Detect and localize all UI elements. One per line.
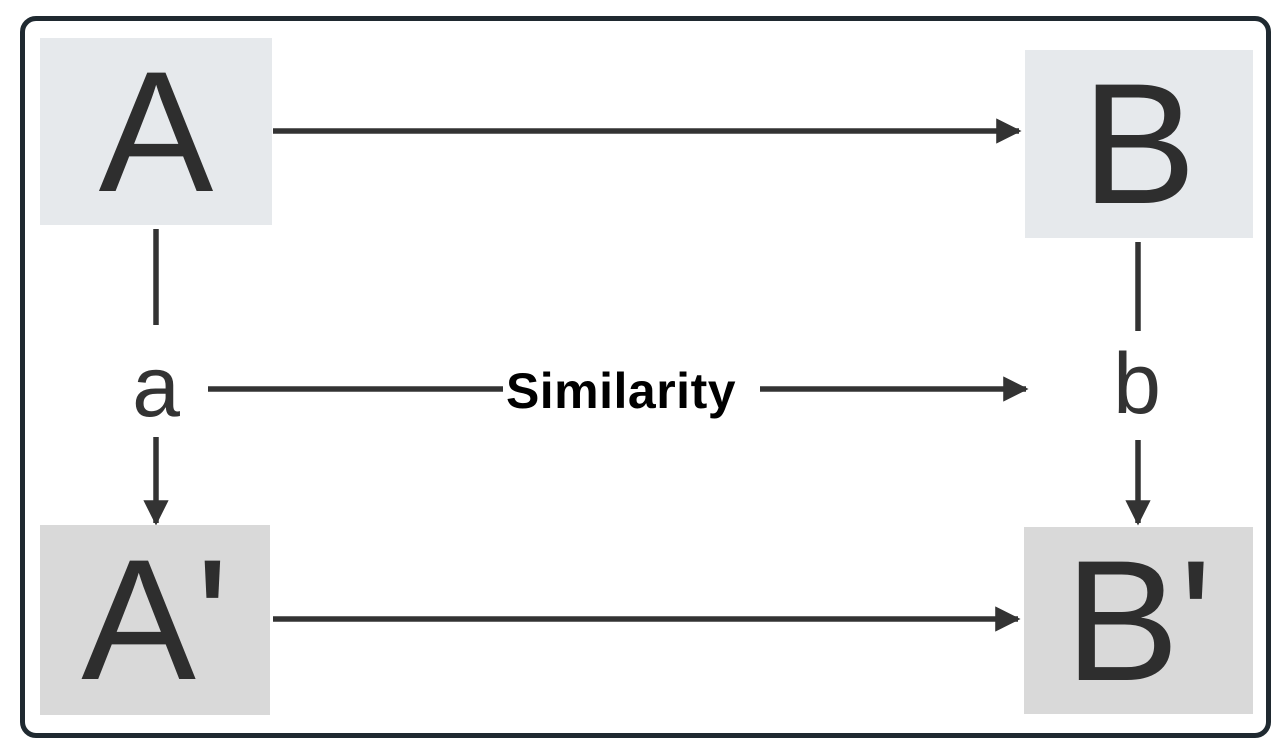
edge-label-b: b [1091, 336, 1183, 432]
node-b-label: B [1081, 48, 1197, 240]
edge-label-b-text: b [1113, 336, 1161, 432]
node-a-prime-label: A' [81, 524, 229, 716]
node-b: B [1025, 50, 1253, 238]
edge-label-a: a [110, 344, 202, 430]
outer-frame [20, 16, 1271, 738]
node-a-prime: A' [40, 525, 270, 715]
node-b-prime-label: B' [1064, 524, 1213, 717]
edge-label-a-text: a [132, 339, 180, 435]
node-a-label: A [98, 35, 214, 228]
node-a: A [40, 38, 272, 225]
edge-label-similarity-text: Similarity [505, 363, 737, 419]
edge-label-similarity: Similarity [460, 362, 782, 420]
node-b-prime: B' [1024, 527, 1253, 714]
